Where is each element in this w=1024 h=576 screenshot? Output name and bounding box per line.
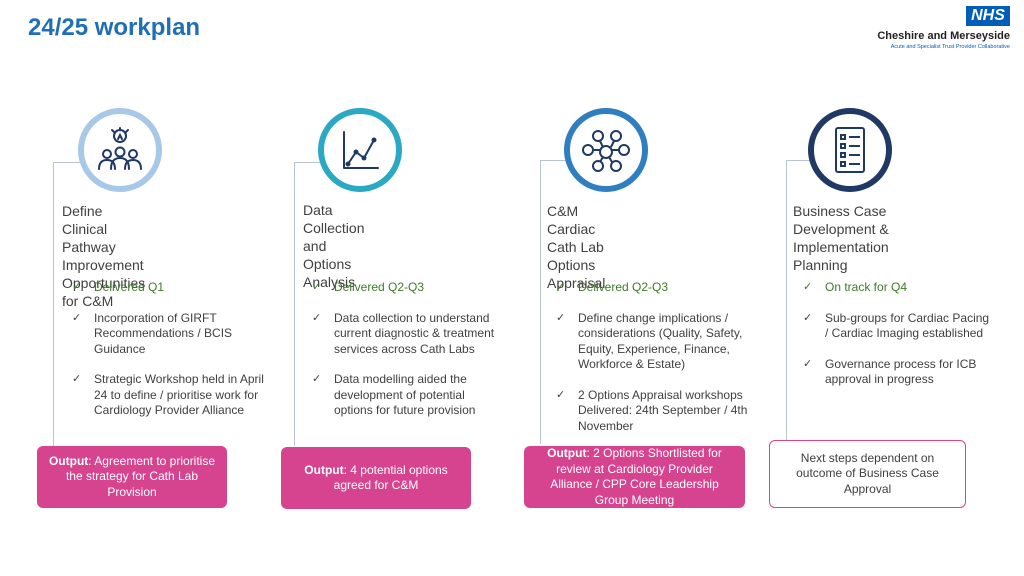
page-title: 24/25 workplan (28, 14, 201, 41)
check-icon: ✓ (312, 281, 322, 293)
stage-items: ✓Delivered Q2-Q3 ✓ Define change implica… (556, 280, 771, 449)
stage-items: ✓Delivered Q2-Q3 ✓ Data collection to un… (312, 280, 522, 434)
stage-heading: Business Case Development & Implementati… (793, 203, 889, 273)
status-item: ✓Delivered Q2-Q3 (556, 280, 669, 294)
line-chart-icon (343, 131, 379, 169)
stage-circle (564, 108, 648, 192)
check-icon: ✓ (72, 281, 82, 293)
stage-circle (318, 108, 402, 192)
check-icon: ✓ (556, 388, 566, 401)
check-icon: ✓ (803, 281, 813, 293)
check-icon: ✓ (556, 311, 566, 324)
people-lightbulb-icon (98, 127, 142, 170)
output-box: Output: Agreement to prioritise the stra… (37, 446, 227, 508)
stage-heading: Define Clinical Pathway Improvement Oppo… (62, 203, 146, 309)
stage-heading: Data Collection and Options Analysis (303, 202, 365, 290)
output-box: Output: 2 Options Shortlisted for review… (524, 446, 745, 508)
status-item: ✓Delivered Q2-Q3 (312, 280, 425, 294)
stage-heading: C&M Cardiac Cath Lab Options Appraisal (547, 203, 606, 291)
nhs-logo: NHS Cheshire and Merseyside Acute and Sp… (866, 4, 1016, 50)
check-icon: ✓ (72, 373, 82, 385)
nhs-logo-mark: NHS (966, 6, 1010, 26)
check-icon: ✓ (803, 357, 813, 370)
check-icon: ✓ (312, 311, 322, 324)
org-subtitle: Acute and Specialist Trust Provider Coll… (890, 44, 1010, 50)
check-icon: ✓ (803, 311, 813, 324)
output-box: Output: 4 potential options agreed for C… (281, 447, 471, 509)
list-item: ✓ Sub-groups for Cardiac Pacing/ Cardiac… (803, 310, 990, 341)
status-item: ✓On track for Q4 (803, 280, 908, 294)
list-item: ✓ Define change implications /considerat… (556, 310, 743, 372)
checklist-icon (835, 127, 865, 173)
stage-items: ✓On track for Q4 ✓ Sub-groups for Cardia… (803, 280, 1018, 403)
stage-circle (808, 108, 892, 192)
check-icon: ✓ (72, 311, 82, 324)
org-name: Cheshire and Merseyside (877, 30, 1010, 42)
stage-circle (78, 108, 162, 192)
network-icon (582, 130, 630, 172)
check-icon: ✓ (556, 281, 566, 293)
status-item: ✓Delivered Q1 (72, 280, 165, 294)
next-steps-box: Next steps dependent on outcome of Busin… (769, 440, 966, 508)
check-icon: ✓ (312, 373, 322, 385)
